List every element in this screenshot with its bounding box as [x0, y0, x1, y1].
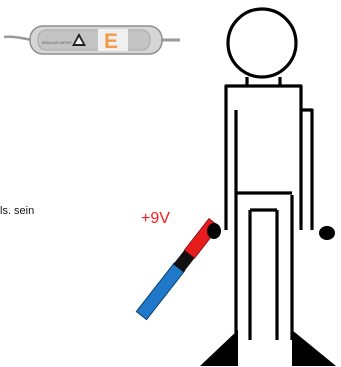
- figure-head: [228, 9, 296, 77]
- electrode-rod: [136, 219, 219, 320]
- figure-left-foot: [200, 330, 238, 366]
- rod-blue-segment: [136, 263, 184, 320]
- figure-right-hand: [319, 226, 335, 240]
- device-letter: E: [104, 30, 118, 53]
- device-brand-text: MODULAR CAPONT: [42, 41, 72, 45]
- figure-left-hand: [207, 223, 221, 239]
- voltage-label: +9V: [141, 210, 170, 228]
- figure-crotch: [250, 210, 277, 340]
- figure-right-foot: [292, 330, 336, 366]
- figure-right-arm: [302, 110, 312, 230]
- device-cable-left: [4, 37, 32, 40]
- partial-body-text: ls. sein: [0, 205, 34, 217]
- device-face: [38, 30, 150, 50]
- measuring-device: MODULAR CAPONT E: [4, 26, 180, 54]
- stick-figure: [226, 9, 312, 340]
